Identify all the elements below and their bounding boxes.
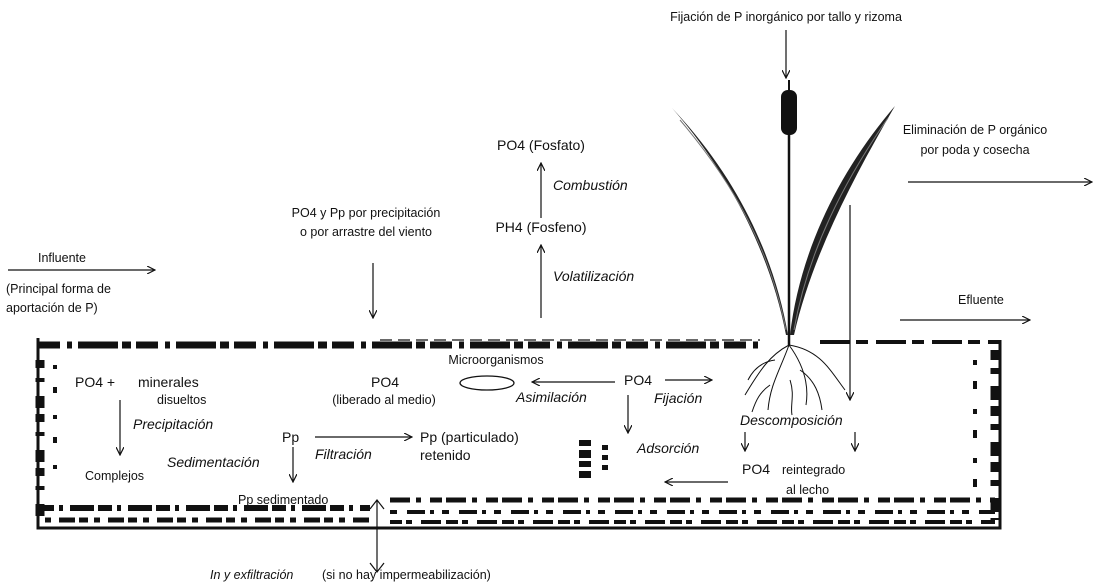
- label-precipitacion: Precipitación: [133, 416, 213, 432]
- label-minerales: minerales: [138, 374, 199, 390]
- microorganism-cell: [460, 376, 514, 390]
- label-pp-particulado: Pp (particulado): [420, 429, 519, 445]
- label-infiltration-italic: In y exfiltración: [210, 568, 293, 582]
- label-principal-line1: (Principal forma de: [6, 282, 111, 296]
- label-po4-center: PO4: [624, 372, 652, 388]
- label-liberado-medio: (liberado al medio): [332, 393, 436, 407]
- label-po4-fosfato: PO4 (Fosfato): [497, 137, 585, 153]
- label-microorganismos: Microorganismos: [448, 353, 543, 367]
- label-filtracion: Filtración: [315, 446, 372, 462]
- label-infiltration-rest: (si no hay impermeabilización): [322, 568, 491, 582]
- label-adsorcion: Adsorción: [636, 440, 699, 456]
- label-principal-line2: aportación de P): [6, 301, 98, 315]
- label-efluente: Efluente: [958, 293, 1004, 307]
- label-combustion: Combustión: [553, 177, 628, 193]
- cattail-plant: [672, 80, 895, 345]
- label-asimilacion: Asimilación: [515, 389, 587, 405]
- label-descomposicion: Descomposición: [740, 412, 843, 428]
- label-volatilizacion: Volatilización: [553, 268, 634, 284]
- label-po4-liberado: PO4: [371, 374, 399, 390]
- flow-arrows: [8, 30, 1092, 572]
- labels: Fijación de P inorgánico por tallo y riz…: [6, 10, 1047, 582]
- label-pp: Pp: [282, 429, 299, 445]
- label-disueltos: disueltos: [157, 393, 206, 407]
- label-reintegrado: reintegrado: [782, 463, 845, 477]
- label-precipitation-line2: o por arrastre del viento: [300, 225, 432, 239]
- label-retenido: retenido: [420, 447, 471, 463]
- roots: [745, 345, 845, 415]
- label-po4-left: PO4 +: [75, 374, 115, 390]
- label-fijacion: Fijación: [654, 390, 702, 406]
- label-sedimentacion: Sedimentación: [167, 454, 260, 470]
- label-al-lecho: al lecho: [786, 483, 829, 497]
- label-precipitation-line1: PO4 y Pp por precipitación: [292, 206, 441, 220]
- label-pp-sedimentado: Pp sedimentado: [238, 493, 328, 507]
- label-top-fixation: Fijación de P inorgánico por tallo y riz…: [670, 10, 902, 24]
- label-po4-reintegrado: PO4: [742, 461, 770, 477]
- label-influente: Influente: [38, 251, 86, 265]
- label-elimination-line1: Eliminación de P orgánico: [903, 123, 1047, 137]
- label-elimination-line2: por poda y cosecha: [920, 143, 1029, 157]
- label-complejos: Complejos: [85, 469, 144, 483]
- label-ph4-fosfeno: PH4 (Fosfeno): [495, 219, 586, 235]
